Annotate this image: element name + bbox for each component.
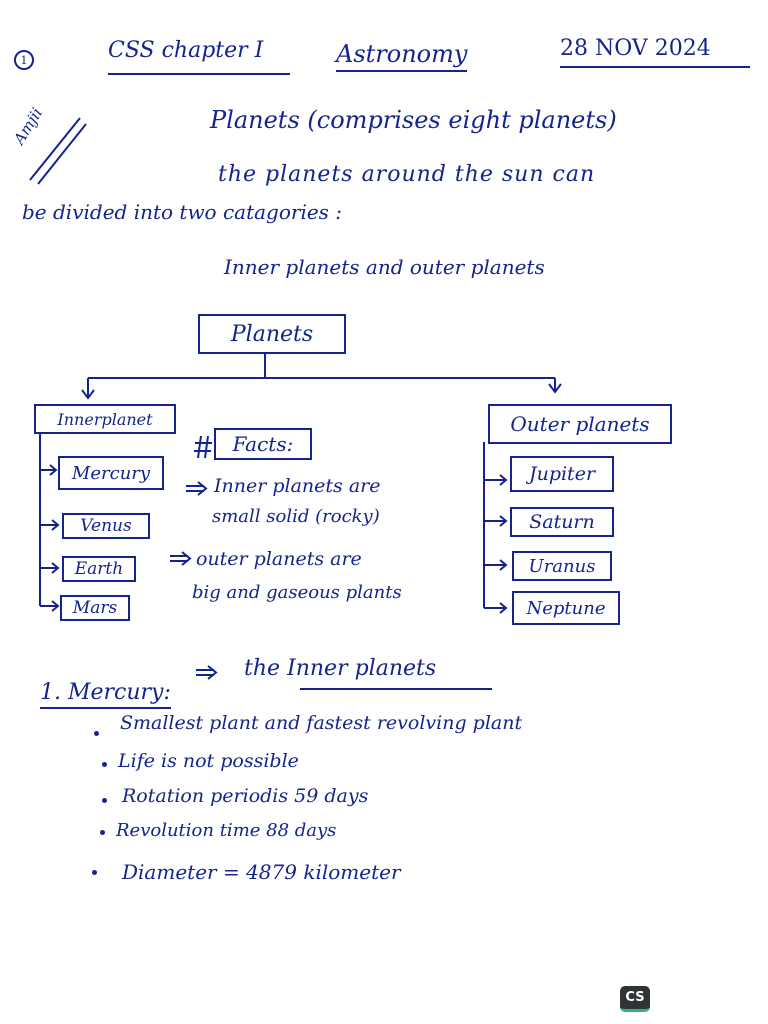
bullet-5: Diameter = 4879 kilometer bbox=[122, 860, 401, 884]
inner-planet-3: Earth bbox=[62, 556, 136, 582]
fact-1-line-2: small solid (rocky) bbox=[212, 506, 380, 527]
bullet-dot bbox=[92, 870, 97, 875]
outer-planets-title: Outer planets bbox=[488, 404, 672, 444]
bullet-dot bbox=[94, 731, 99, 736]
date: 28 NOV 2024 bbox=[560, 36, 711, 61]
fact-1-line-1: Inner planets are bbox=[214, 475, 381, 497]
inner-planet-1: Mercury bbox=[58, 456, 164, 490]
inner-planet-4: Mars bbox=[60, 595, 130, 621]
bullet-1: Smallest plant and fastest revolving pla… bbox=[120, 712, 523, 734]
intro-line-2: be divided into two catagories : bbox=[22, 200, 343, 224]
camscanner-logo: CS bbox=[620, 986, 650, 1012]
subject-title: CSS chapter I bbox=[108, 38, 264, 63]
intro-line-1: the planets around the sun can bbox=[218, 162, 596, 187]
intro-line-3: Inner planets and outer planets bbox=[224, 255, 545, 279]
bullet-4: Revolution time 88 days bbox=[116, 820, 337, 841]
inner-planets-title: Innerplanet bbox=[34, 404, 176, 434]
inner-planet-2: Venus bbox=[62, 513, 150, 539]
outer-planet-4: Neptune bbox=[512, 591, 620, 625]
topic-title: Astronomy bbox=[336, 40, 468, 72]
bullet-dot bbox=[100, 830, 105, 835]
section-heading-underline bbox=[300, 688, 492, 690]
mercury-heading: 1. Mercury: bbox=[40, 680, 171, 709]
bullet-dot bbox=[102, 798, 107, 803]
fact-2-line-1: outer planets are bbox=[196, 548, 362, 570]
facts-heading: Facts: bbox=[214, 428, 312, 460]
bullet-3: Rotation periodis 59 days bbox=[122, 785, 369, 807]
diagram-root: Planets bbox=[198, 314, 346, 354]
fact-2-line-2: big and gaseous plants bbox=[192, 582, 402, 603]
outer-planet-3: Uranus bbox=[512, 551, 612, 581]
page-number: 1 bbox=[14, 50, 34, 70]
bullet-2: Life is not possible bbox=[118, 750, 299, 772]
outer-planet-1: Jupiter bbox=[510, 456, 614, 492]
intro-title: Planets (comprises eight planets) bbox=[210, 106, 617, 134]
section-heading: the Inner planets bbox=[244, 656, 437, 681]
outer-planet-2: Saturn bbox=[510, 507, 614, 537]
bullet-dot bbox=[102, 762, 107, 767]
